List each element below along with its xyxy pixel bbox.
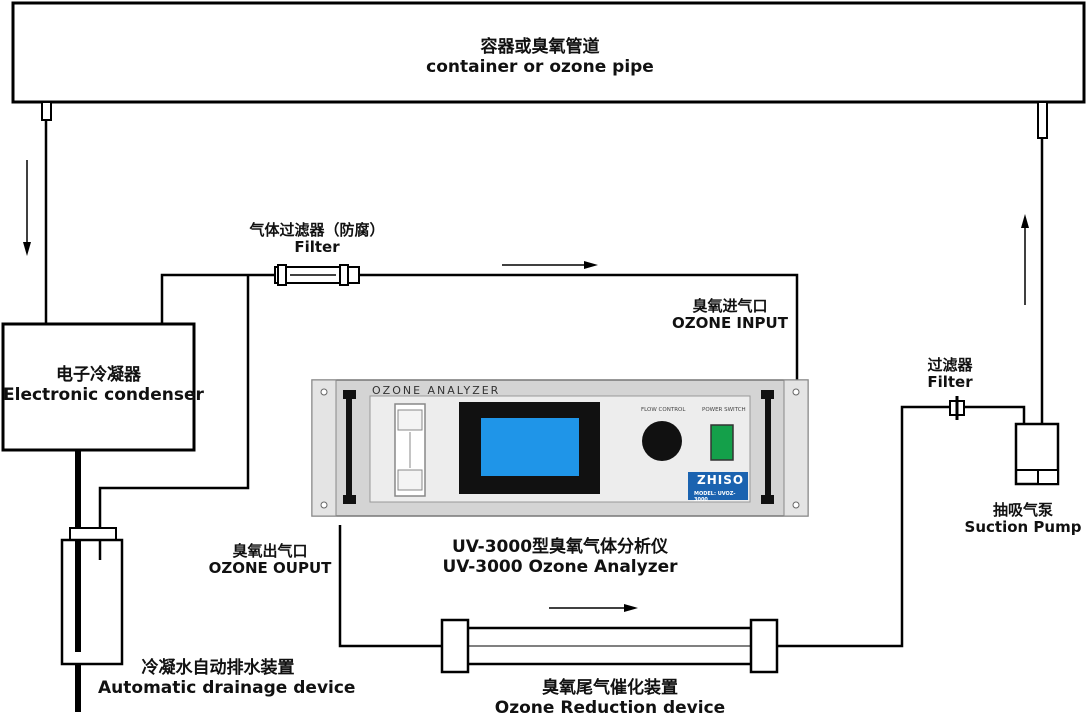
panel-title: OZONE ANALYZER [372,384,501,397]
left-port [41,101,52,121]
analyzer-label-en: UV-3000 Ozone Analyzer [442,556,678,577]
suction-pump-label: 抽吸气泵 Suction Pump [960,501,1086,537]
reduction-label: 臭氧尾气催化装置 Ozone Reduction device [470,678,750,718]
drainage-label: 冷凝水自动排水装置 Automatic drainage device [98,658,356,698]
ozone-output-label-zh: 臭氧出气口 [232,542,308,560]
condenser-box [1,322,196,452]
ozone-input-label: 臭氧进气口 OZONE INPUT [660,297,800,333]
condenser-label-en: Electronic condenser [3,384,204,405]
analyzer-label: UV-3000型臭氧气体分析仪 UV-3000 Ozone Analyzer [440,537,680,577]
filter-2-label: 过滤器 Filter [910,356,990,392]
suction-pump [1014,422,1060,486]
analyzer-label-zh: UV-3000型臭氧气体分析仪 [451,537,669,557]
arrow-down-left [23,160,31,256]
filter-1-label-en: Filter [294,238,340,257]
filter-2-label-en: Filter [927,373,973,392]
drainage-label-en: Automatic drainage device [98,677,356,698]
filter-2-label-zh: 过滤器 [927,356,973,374]
ozone-output-label: 臭氧出气口 OZONE OUPUT [200,542,340,578]
model-number: MODEL: UVOZ-3000 [694,491,736,503]
reduction-label-zh: 臭氧尾气催化装置 [542,678,678,698]
suction-pump-label-zh: 抽吸气泵 [992,501,1053,519]
right-port [1037,101,1048,139]
drainage-device [60,527,124,712]
power-switch-label: POWER SWITCH [702,407,746,413]
container-label-en: container or ozone pipe [426,56,654,77]
brand-name: ZHISO [697,473,745,487]
arrow-right-bottom [549,604,638,612]
filter-1-label: 气体过滤器（防腐） Filter [222,221,412,257]
flow-control-label: FLOW CONTROL [641,407,686,413]
condenser-label: 电子冷凝器 Electronic condenser [3,365,204,405]
filter-2 [949,396,965,420]
reduction-device [440,618,779,674]
ozone-input-label-en: OZONE INPUT [672,314,788,333]
arrow-right-top [502,261,598,269]
filter-1-label-zh: 气体过滤器（防腐） [249,221,385,239]
container-box [11,1,1086,104]
ozone-input-label-zh: 臭氧进气口 [692,297,768,315]
ozone-output-label-en: OZONE OUPUT [208,559,332,578]
container-label-zh: 容器或臭氧管道 [480,37,600,57]
suction-pump-label-en: Suction Pump [964,518,1082,537]
drainage-label-zh: 冷凝水自动排水装置 [141,658,295,678]
brand-logo: ZHISO MODEL: UVOZ-3000 [688,472,748,503]
container-label: 容器或臭氧管道 container or ozone pipe [390,37,690,77]
arrow-up-right [1021,214,1029,305]
condenser-label-zh: 电子冷凝器 [56,365,141,385]
filter-1 [274,264,360,286]
reduction-label-en: Ozone Reduction device [494,697,726,718]
